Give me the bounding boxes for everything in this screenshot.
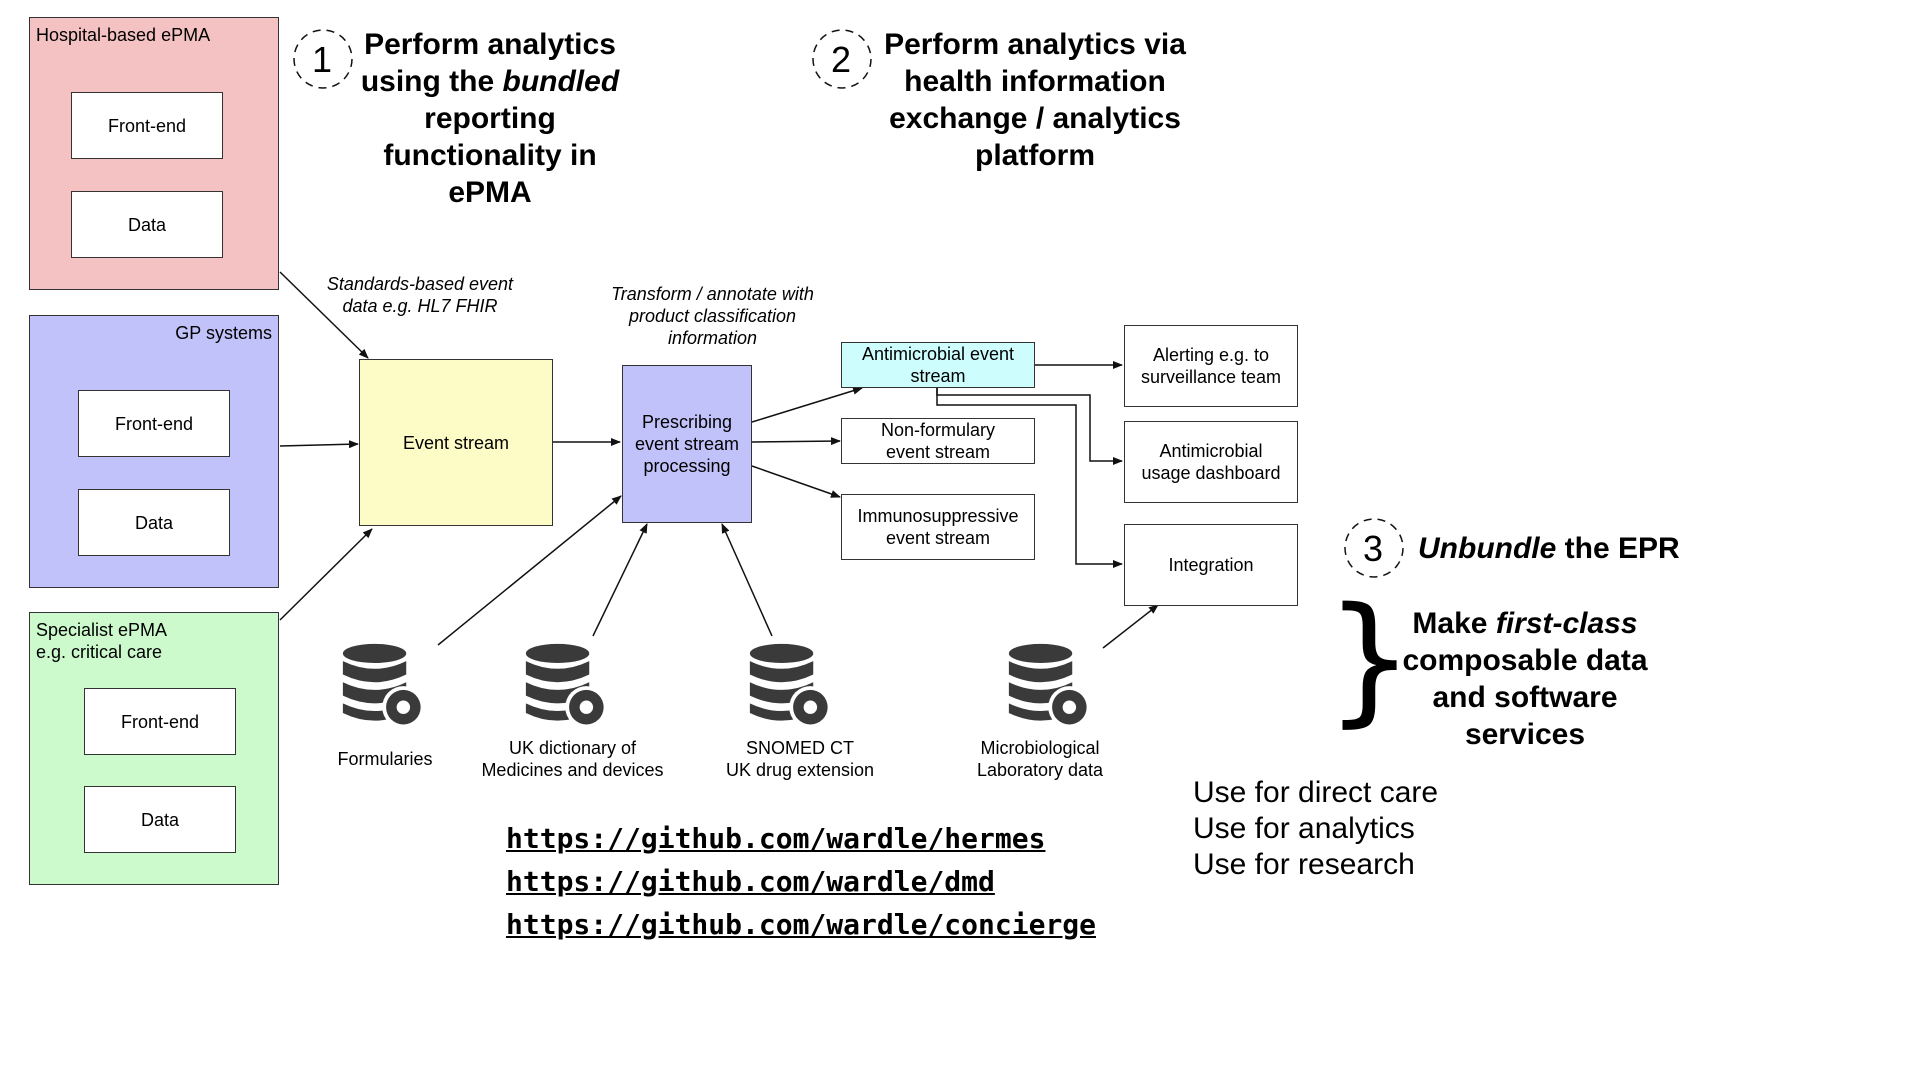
composable-services-text: Make first-class composable data and sof…	[1390, 605, 1660, 753]
microbiology-label: Microbiological Laboratory data	[950, 737, 1130, 781]
composable-line4: services	[1464, 718, 1586, 751]
standards-annotation: Standards-based event data e.g. HL7 FHIR	[326, 274, 514, 316]
microbiology-label-line2: Laboratory data	[976, 760, 1104, 780]
uses-list: Use for direct care Use for analytics Us…	[1193, 775, 1438, 883]
specialist-epma-label: Specialist ePMA e.g. critical care	[36, 619, 167, 663]
option-1-line2-pre: using the	[360, 65, 503, 98]
database-gear-icon	[525, 643, 608, 729]
option-1-line3: reporting	[424, 102, 556, 135]
snomed-label-line2: UK drug extension	[725, 760, 875, 780]
database-gear-icon	[1008, 643, 1091, 729]
antimicrobial-dashboard-box: Antimicrobial usage dashboard	[1124, 421, 1298, 503]
arrow-antimicrobial-to-integration	[936, 388, 1123, 568]
option-2-line4: platform	[975, 139, 1095, 172]
option-1-line4: functionality in	[383, 139, 597, 172]
hospital-epma-label: Hospital-based ePMA	[36, 25, 211, 45]
curly-brace: }	[1325, 578, 1415, 741]
option-3-title-em: Unbundle	[1418, 532, 1557, 565]
arrow-gp-to-event-stream	[279, 440, 359, 449]
hospital-data-box: Data	[71, 191, 223, 258]
option-2-line1: Perform analytics via	[884, 28, 1186, 61]
alerting-box: Alerting e.g. to surveillance team	[1124, 325, 1298, 407]
database-gear-icon	[749, 643, 832, 729]
option-1-line2-em: bundled	[502, 65, 620, 98]
option-1-heading: Perform analytics using the bundled repo…	[340, 26, 640, 211]
snomed-label-line1: SNOMED CT	[746, 738, 854, 758]
arrow-microbiology-to-integration	[1102, 604, 1159, 649]
link-hermes[interactable]: https://github.com/wardle/hermes	[506, 822, 1046, 855]
option-1-dashed-circle	[293, 29, 353, 89]
arrow-processing-to-nonformulary	[751, 437, 841, 446]
composable-line1-em: first-class	[1495, 607, 1638, 640]
option-3-dashed-circle	[1344, 518, 1404, 578]
hospital-frontend-box: Front-end	[71, 92, 223, 159]
arrow-hospital-to-event-stream	[279, 271, 369, 359]
link-concierge[interactable]: https://github.com/wardle/concierge	[506, 908, 1097, 941]
option-2-dashed-circle	[812, 29, 872, 89]
immunosuppressive-event-stream-box: Immunosuppressive event stream	[841, 494, 1035, 560]
gp-data-box: Data	[78, 489, 230, 556]
option-1-line5: ePMA	[448, 176, 532, 209]
option-2-number: 2	[831, 39, 852, 80]
option-1-line1: Perform analytics	[364, 28, 616, 61]
option-3-title-rest: the EPR	[1556, 532, 1680, 565]
use-item: Use for analytics	[1193, 812, 1415, 845]
option-1-number: 1	[312, 39, 333, 80]
transform-annotation: Transform / annotate with product classi…	[611, 284, 814, 348]
snomed-label: SNOMED CT UK drug extension	[705, 737, 895, 781]
microbiology-label-line1: Microbiological	[980, 738, 1100, 758]
arrow-processing-to-immuno	[751, 465, 841, 498]
integration-box: Integration	[1124, 524, 1298, 606]
composable-line3: and software	[1432, 681, 1618, 714]
composable-line1-pre: Make	[1412, 607, 1496, 640]
gp-systems-label: GP systems	[175, 323, 272, 343]
specialist-epma-label-line1: Specialist ePMA	[36, 620, 168, 640]
specialist-frontend-box: Front-end	[84, 688, 236, 755]
option-3-heading: Unbundle the EPR	[1418, 530, 1680, 567]
database-gear-icon	[342, 643, 425, 729]
arrow-snomed-to-processing	[721, 523, 773, 637]
gp-frontend-box: Front-end	[78, 390, 230, 457]
specialist-data-box: Data	[84, 786, 236, 853]
formularies-label: Formularies	[337, 749, 433, 769]
link-dmd[interactable]: https://github.com/wardle/dmd	[506, 865, 995, 898]
arrow-processing-to-antimicrobial	[751, 386, 863, 423]
antimicrobial-event-stream-box: Antimicrobial event stream	[841, 342, 1035, 388]
arrow-formularies-to-processing	[437, 495, 622, 646]
option-2-heading: Perform analytics via health information…	[870, 26, 1200, 174]
use-item: Use for direct care	[1193, 776, 1439, 809]
dmd-label: UK dictionary of Medicines and devices	[481, 738, 664, 780]
arrow-dmd-to-processing	[592, 523, 648, 637]
event-stream-box: Event stream	[359, 359, 553, 526]
prescribing-processing-box: Prescribing event stream processing	[622, 365, 752, 523]
option-3-number: 3	[1363, 528, 1384, 569]
option-2-line3: exchange / analytics	[889, 102, 1181, 135]
composable-line2: composable data	[1402, 644, 1648, 677]
option-2-line2: health information	[904, 65, 1166, 98]
use-item: Use for research	[1193, 848, 1415, 881]
arrow-specialist-to-event-stream	[279, 528, 373, 621]
nonformulary-event-stream-box: Non-formulary event stream	[841, 418, 1035, 464]
specialist-epma-label-line2: e.g. critical care	[36, 642, 163, 662]
